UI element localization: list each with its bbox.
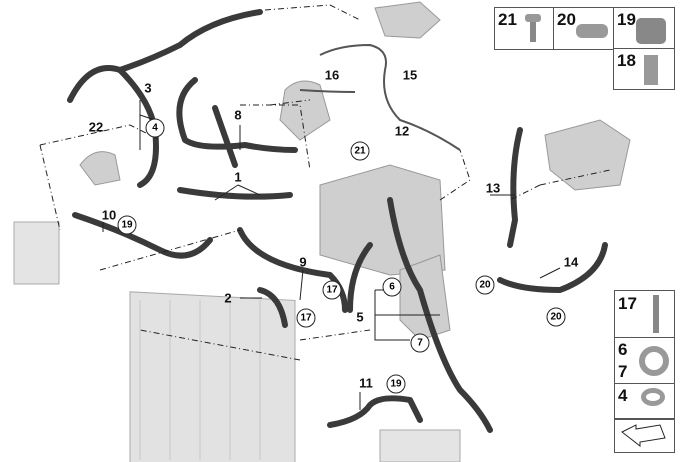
part-cell-6-7[interactable]: 6 7 [614, 337, 675, 385]
hoses [67, 9, 608, 433]
turbocharger [279, 80, 331, 141]
callout-2: 2 [224, 290, 232, 306]
intercooler [319, 164, 446, 276]
callout-11: 11 [359, 375, 373, 391]
callout-4: 4 [145, 118, 165, 138]
callout-7: 7 [410, 333, 430, 353]
callout-10: 10 [101, 207, 117, 223]
callout-6: 6 [382, 277, 402, 297]
bracket-icon [644, 55, 658, 85]
callout-lines [102, 100, 561, 410]
part-number: 17 [618, 294, 637, 313]
callout-3: 3 [144, 80, 152, 96]
callout-17: 17 [296, 308, 316, 328]
aux-radiator-bottom [379, 429, 461, 462]
callout-14: 14 [563, 254, 579, 270]
aux-radiator-left [13, 221, 60, 285]
leader-lines [39, 4, 611, 361]
direction-arrow-icon [621, 424, 666, 448]
clamp-ring-icon [639, 346, 669, 376]
part-cell-20[interactable]: 20 [553, 7, 615, 50]
direction-arrow-cell[interactable] [614, 418, 675, 453]
callout-8: 8 [234, 107, 242, 123]
clip-holder-icon [636, 18, 666, 44]
callout-20: 20 [475, 275, 495, 295]
screw-icon [653, 295, 659, 333]
callout-16: 16 [324, 67, 340, 83]
callout-9: 9 [299, 254, 307, 270]
callout-19: 19 [386, 374, 406, 394]
expansion-tank-top [374, 1, 441, 39]
part-number: 21 [498, 10, 517, 29]
bolt-icon [525, 14, 541, 22]
callout-19: 19 [117, 215, 137, 235]
expansion-tank-right [544, 119, 631, 191]
callout-15: 15 [402, 67, 418, 83]
callout-5: 5 [356, 309, 364, 325]
part-number: 7 [618, 362, 628, 381]
callout-13: 13 [485, 180, 501, 196]
part-number: 20 [557, 10, 576, 29]
callout-20: 20 [546, 307, 566, 327]
callout-18: 17 [322, 280, 342, 300]
part-number: 4 [618, 386, 628, 405]
hose-clip-icon [641, 388, 665, 406]
water-pump [79, 151, 121, 186]
callout-1: 1 [234, 169, 242, 185]
hose-clamp-icon [576, 24, 608, 38]
part-cell-4[interactable]: 4 [614, 383, 675, 420]
part-cell-21[interactable]: 21 [494, 7, 555, 50]
pipes [299, 43, 461, 151]
callout-22: 22 [88, 119, 104, 135]
callout-21: 21 [350, 141, 370, 161]
bolt-shaft [530, 22, 536, 42]
part-number: 6 [618, 340, 628, 359]
part-cell-19[interactable]: 19 [613, 7, 675, 50]
part-number: 18 [617, 51, 636, 70]
part-number: 19 [617, 10, 636, 29]
part-cell-18[interactable]: 18 [613, 48, 675, 90]
main-radiator [129, 291, 296, 462]
callout-12: 12 [394, 123, 410, 139]
part-cell-17[interactable]: 17 [614, 290, 675, 339]
